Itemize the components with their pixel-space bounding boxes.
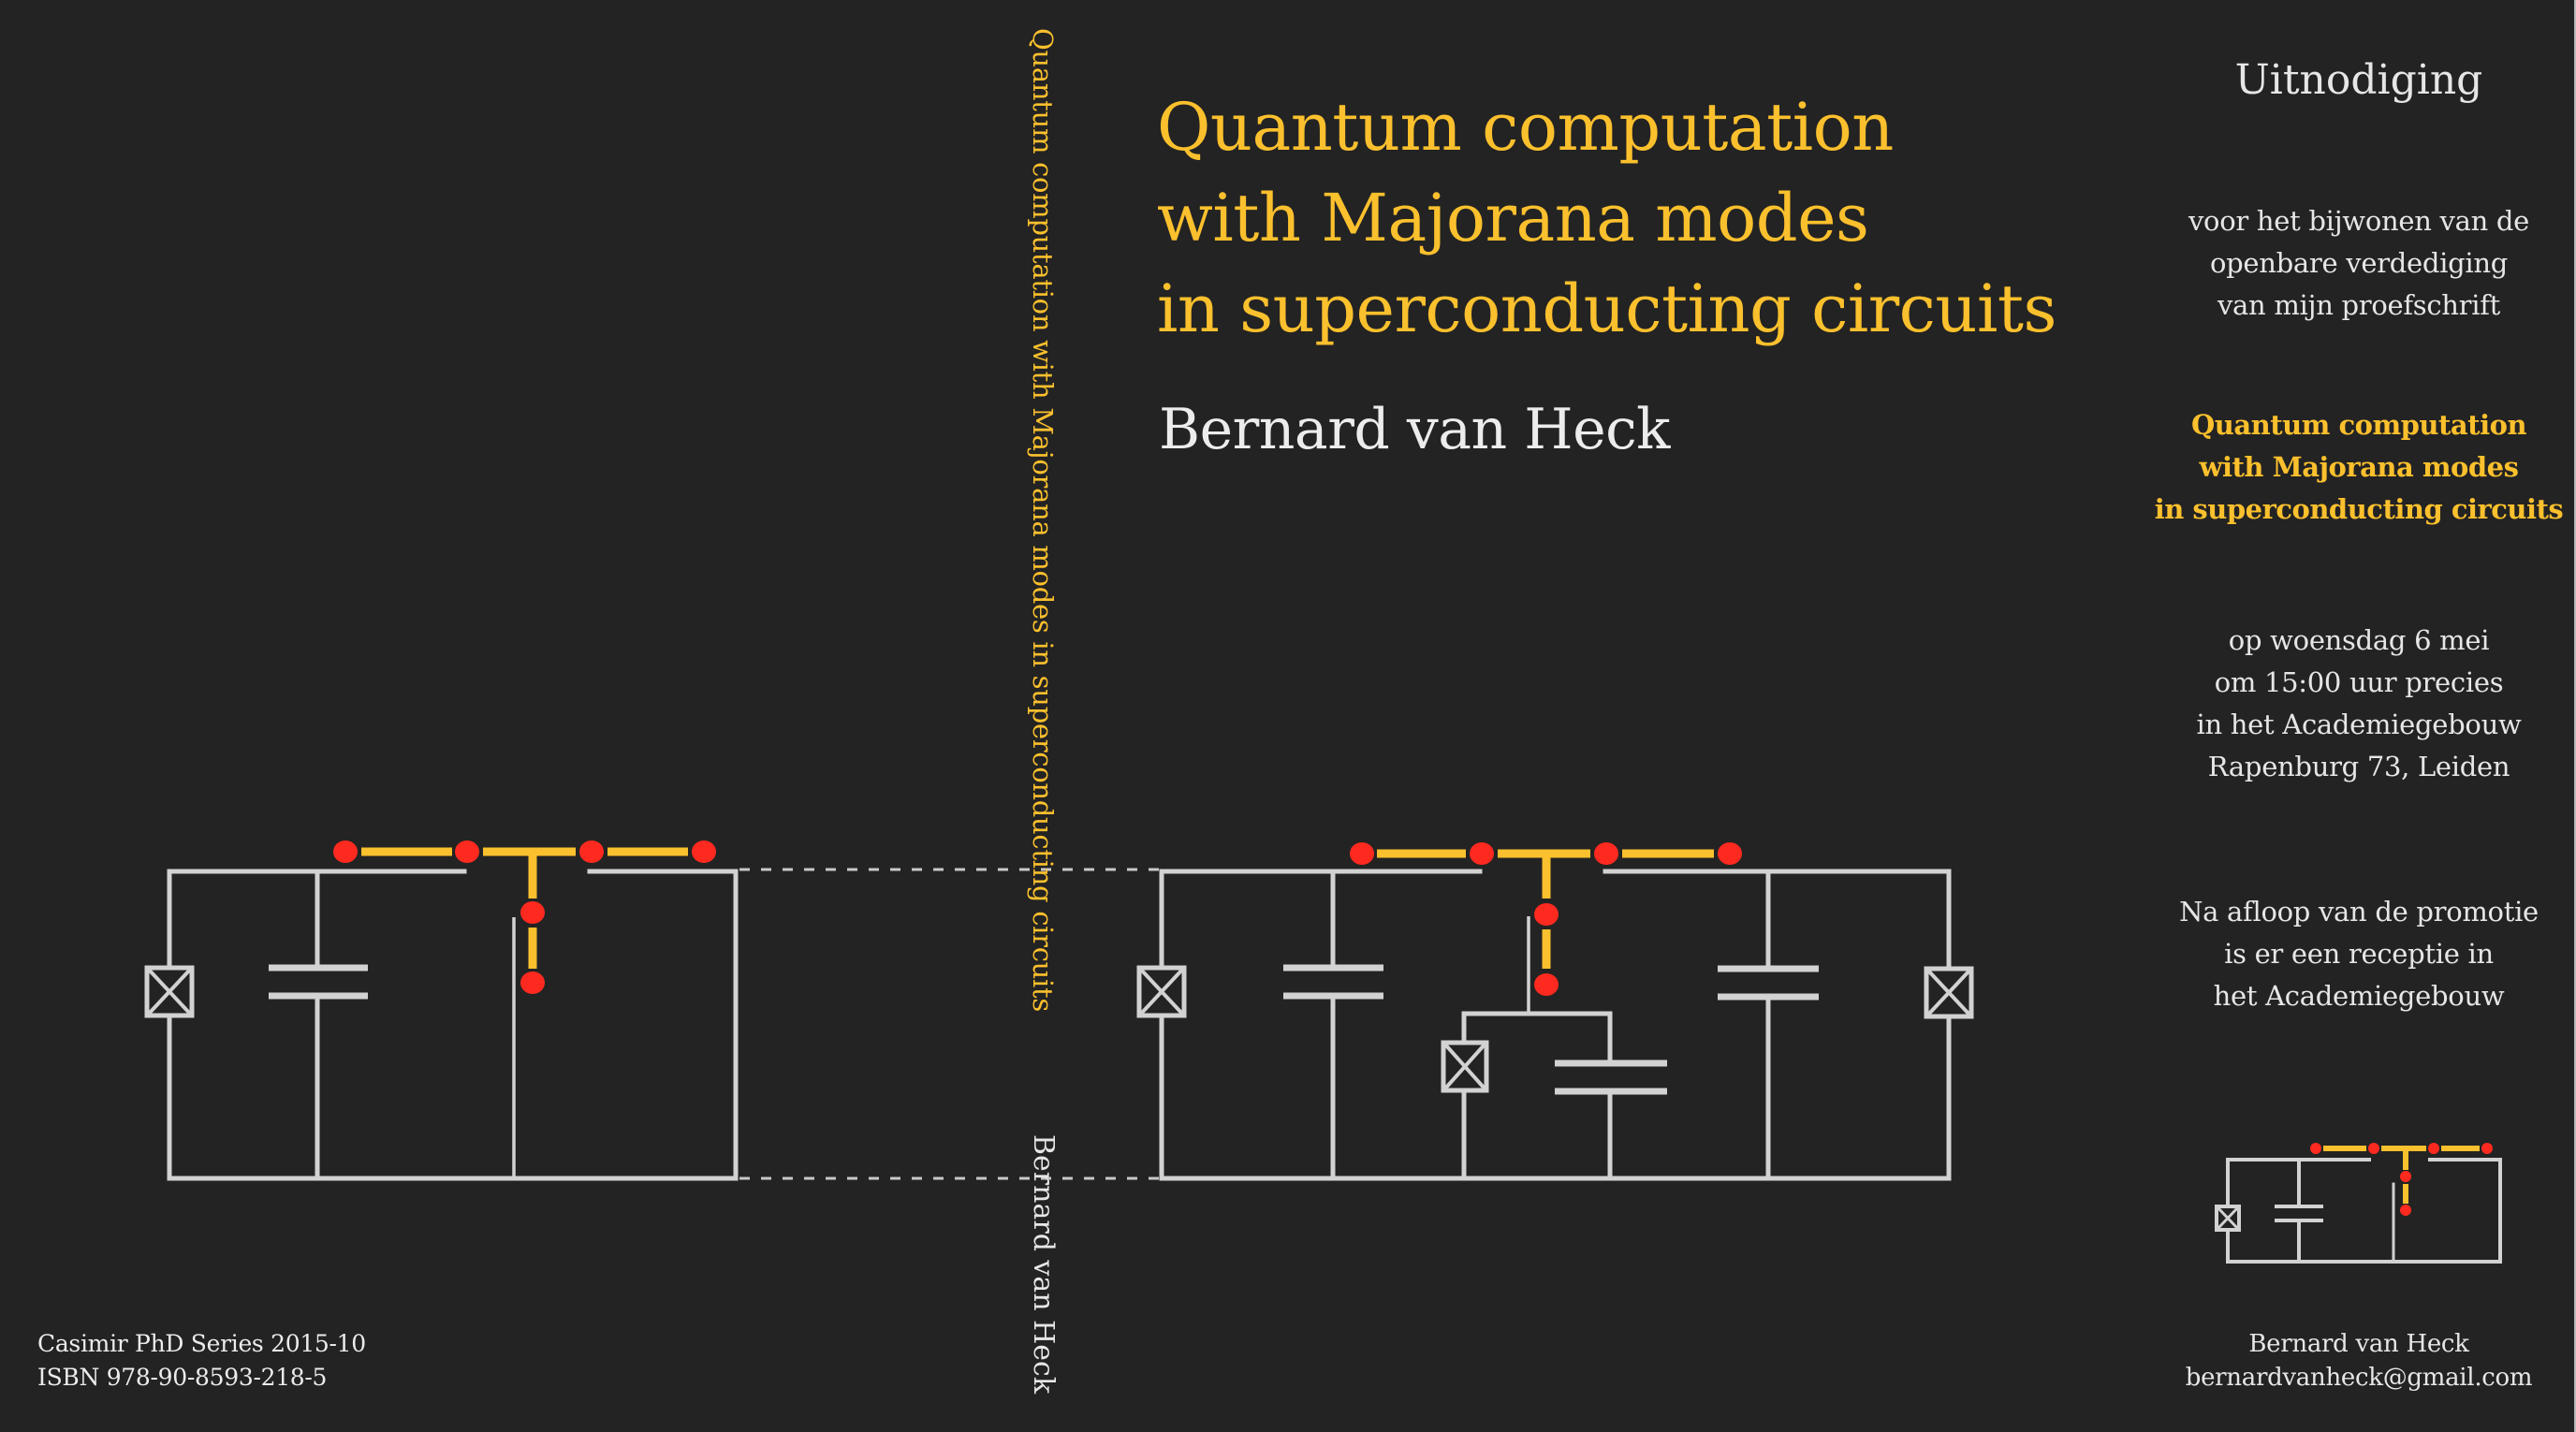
isbn-label: ISBN 978-90-8593-218-5: [37, 1364, 328, 1391]
back-circuit-outer-right-wire: [167, 869, 739, 1181]
invitation-heading: Uitnodiging: [2234, 56, 2483, 104]
front-circuit-top-left-wire: [1159, 869, 1483, 970]
contact-email[interactable]: bernardvanheck@gmail.com: [2185, 1364, 2533, 1392]
invitation-when-line: op woensdag 6 mei: [2228, 624, 2490, 656]
front-circuit-left-josephson-junction: [1136, 965, 1187, 1018]
invitation-when-line: Rapenburg 73, Leiden: [2207, 751, 2510, 782]
page-edge: [2574, 0, 2576, 1432]
invitation-title-line: in superconducting circuits: [2154, 493, 2564, 525]
majorana-mode: [455, 840, 479, 863]
majorana-mode: [520, 901, 545, 924]
majorana-mode: [1534, 973, 1559, 996]
front-circuit-nanowire: [1350, 842, 1742, 996]
majorana-mode: [1470, 842, 1494, 865]
invitation-reception: Na afloop van de promotie is er een rece…: [2153, 891, 2565, 1017]
invitation-intro-line: voor het bijwonen van de: [2188, 205, 2530, 237]
back-circuit-nanowire: [333, 840, 716, 994]
back-circuit-capacitor: [269, 869, 368, 1181]
back-cover-series-info: Casimir PhD Series 2015-10 ISBN 978-90-8…: [37, 1327, 366, 1395]
majorana-mode: [2310, 1143, 2321, 1154]
invitation-circuit-josephson-junction: [2215, 1205, 2241, 1232]
invitation-date-location: op woensdag 6 mei om 15:00 uur precies i…: [2153, 620, 2565, 788]
invitation-intro: voor het bijwonen van de openbare verded…: [2153, 200, 2565, 327]
front-circuit: [1136, 842, 1974, 1181]
invitation-after-line: Na afloop van de promotie: [2179, 896, 2539, 928]
invitation-when-line: in het Academiegebouw: [2196, 709, 2522, 740]
invitation-when-line: om 15:00 uur precies: [2214, 666, 2504, 698]
front-cover-author: Bernard van Heck: [1159, 397, 1671, 462]
invitation-circuit-nanowire: [2310, 1143, 2493, 1216]
back-circuit: [144, 840, 739, 1181]
invitation-after-line: het Academiegebouw: [2213, 980, 2505, 1012]
majorana-mode: [2368, 1143, 2379, 1154]
majorana-mode: [2400, 1205, 2411, 1216]
front-cover-title: Quantum computation with Majorana modes …: [1157, 82, 2056, 355]
majorana-mode: [1534, 903, 1559, 926]
front-circuit-right-josephson-junction: [1924, 966, 1974, 1019]
majorana-mode: [2428, 1143, 2439, 1154]
back-circuit-top-left-wire: [167, 869, 467, 970]
invitation-contact: Bernard van Heck bernardvanheck@gmail.co…: [2153, 1327, 2565, 1395]
invitation-circuit-capacitor: [2275, 1158, 2323, 1264]
majorana-mode: [333, 840, 358, 863]
spine-author: Bernard van Heck: [1027, 1134, 1060, 1395]
front-circuit-right-capacitor: [1718, 869, 1819, 1181]
invitation-thesis-title: Quantum computation with Majorana modes …: [2153, 404, 2565, 531]
majorana-mode: [692, 840, 716, 863]
invitation-title-line: Quantum computation: [2190, 409, 2527, 441]
front-title-line: Quantum computation: [1157, 89, 1894, 166]
majorana-mode: [1718, 842, 1742, 865]
majorana-mode: [2481, 1143, 2493, 1154]
majorana-mode: [579, 840, 604, 863]
majorana-mode: [1350, 842, 1374, 865]
invitation-after-line: is er een receptie in: [2224, 938, 2494, 970]
spine-title: Quantum computation with Majorana modes …: [1027, 28, 1059, 1012]
contact-name: Bernard van Heck: [2248, 1330, 2469, 1358]
majorana-mode: [2400, 1171, 2411, 1182]
front-title-line: with Majorana modes: [1157, 180, 1869, 256]
series-label: Casimir PhD Series 2015-10: [37, 1330, 366, 1357]
invitation-title-line: with Majorana modes: [2199, 451, 2519, 483]
front-circuit-inner-branch: [1441, 916, 1667, 1181]
invitation-intro-line: openbare verdediging: [2209, 247, 2508, 279]
invitation-circuit: [2215, 1143, 2502, 1264]
front-title-line: in superconducting circuits: [1157, 270, 2056, 347]
front-circuit-left-capacitor: [1283, 869, 1383, 1181]
front-circuit-top-right-wire: [1603, 869, 1952, 971]
invitation-intro-line: van mijn proefschrift: [2217, 289, 2501, 321]
back-circuit-josephson-junction: [144, 965, 195, 1018]
majorana-mode: [520, 972, 545, 994]
majorana-mode: [1594, 842, 1618, 865]
